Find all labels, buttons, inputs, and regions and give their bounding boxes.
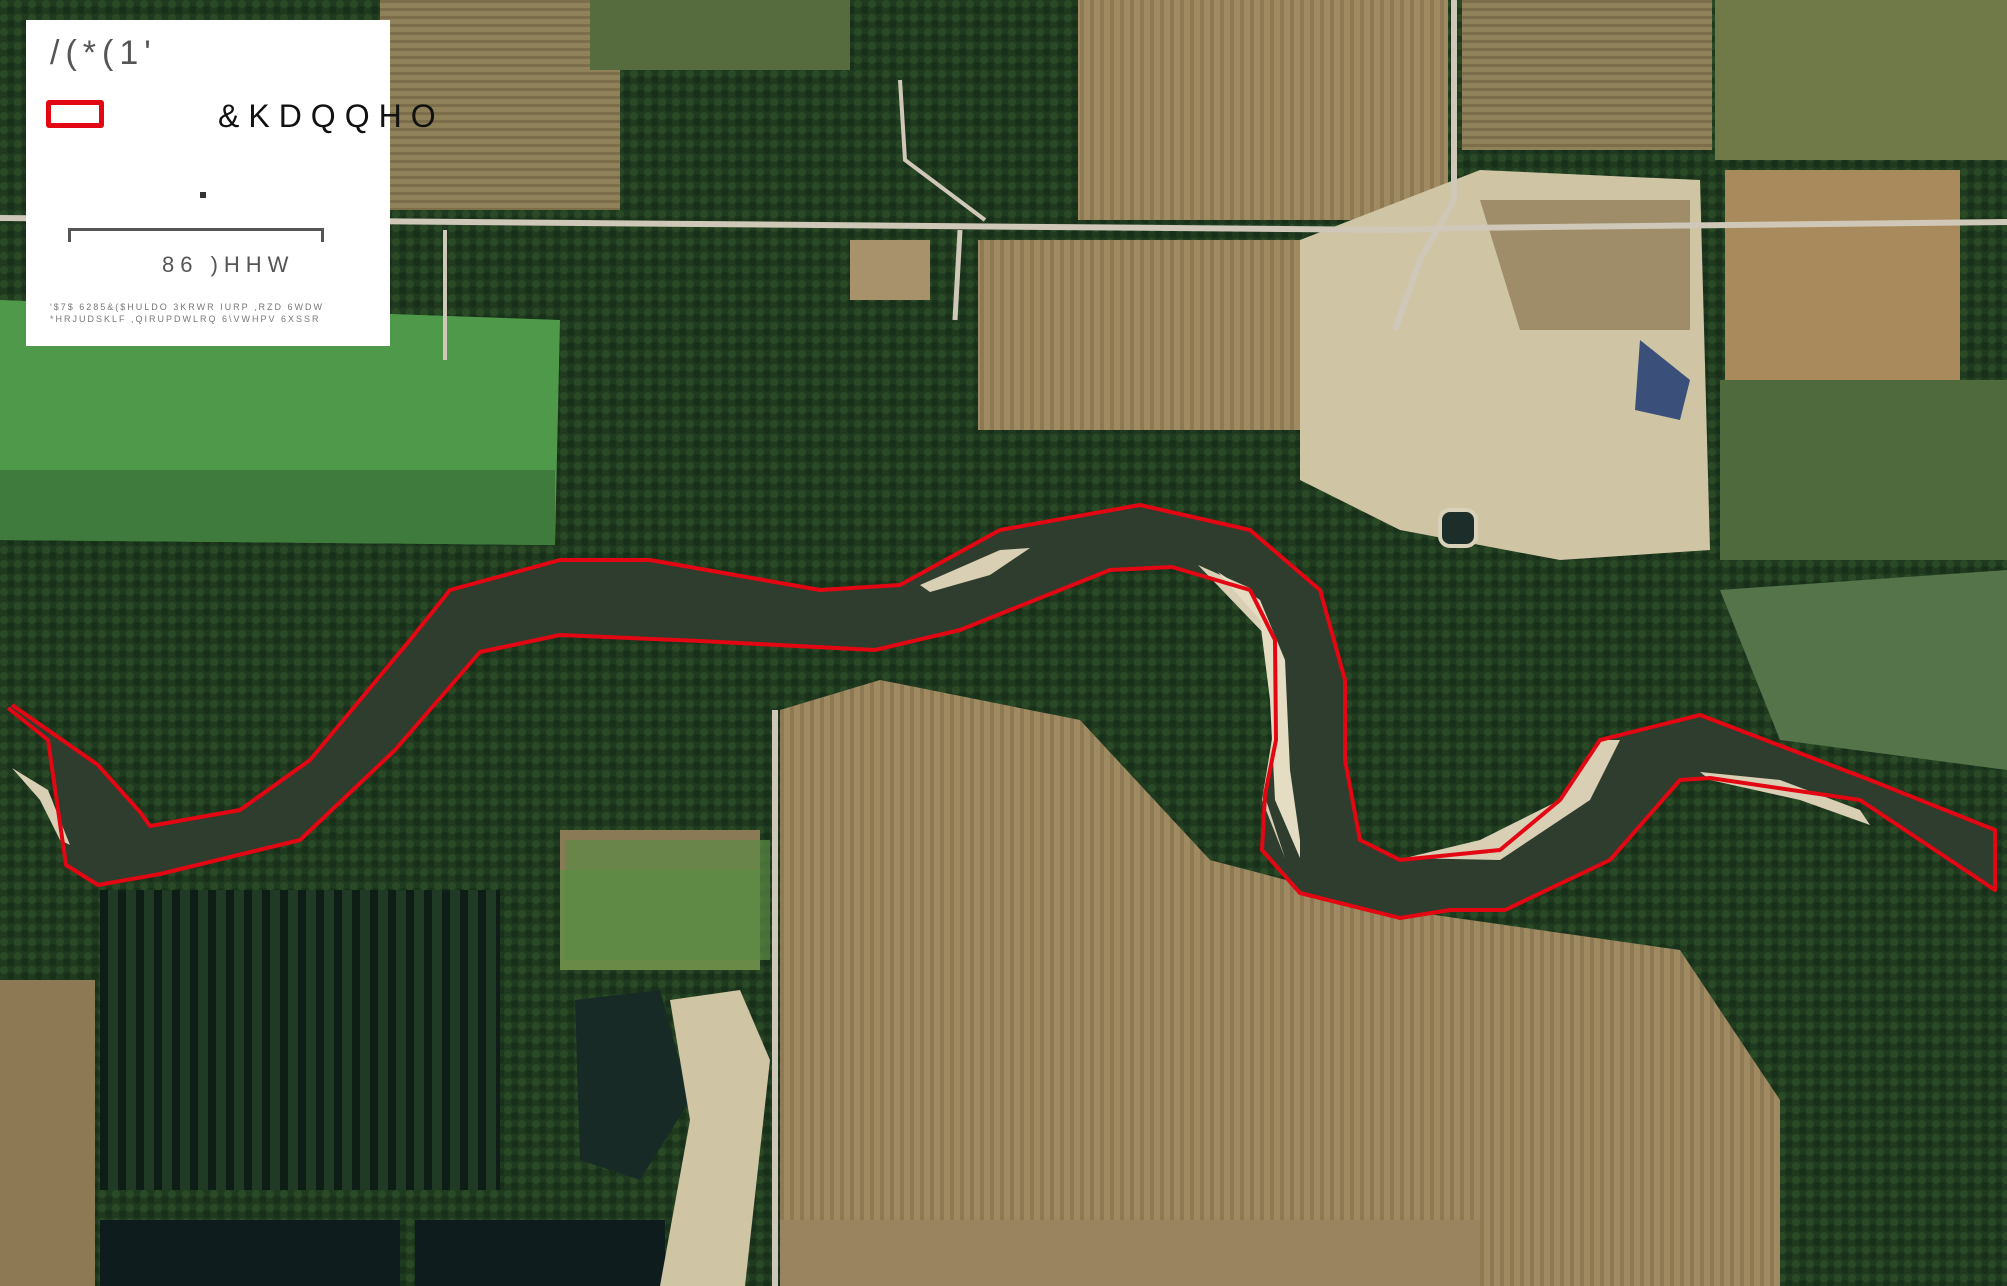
crop-field	[1078, 0, 1448, 220]
crop-field	[1462, 0, 1712, 150]
road	[0, 215, 2007, 234]
wetland	[100, 890, 500, 1190]
channel-outline[interactable]	[6, 503, 1997, 920]
sandbar	[12, 768, 70, 845]
landfill-site	[1635, 340, 1690, 420]
channel-swatch-icon	[46, 100, 104, 128]
sandbar	[1700, 772, 1870, 825]
landfill-site	[1480, 200, 1690, 330]
map-legend: /(*(1' &KDQQHO 86 )HHW '$7$ 6285&($HULDO…	[26, 20, 436, 346]
sandbar	[920, 548, 1030, 592]
crop-field	[978, 240, 1348, 430]
scale-bar	[68, 228, 324, 242]
road	[898, 79, 987, 222]
imagery-credit: *HRJUDSKLF ,QIRUPDWLRQ 6\VWHPV 6XSSR	[50, 314, 321, 324]
grass-field	[1720, 570, 2007, 770]
north-arrow-icon	[200, 192, 206, 198]
field-patch	[565, 840, 770, 960]
landfill-pond	[1438, 508, 1478, 548]
crop-field	[380, 0, 620, 210]
legend-title: /(*(1'	[50, 34, 157, 72]
crop-field	[0, 980, 95, 1286]
gravel-pit	[660, 990, 770, 1286]
crop-field	[780, 1220, 1480, 1286]
green-field	[0, 470, 555, 545]
road	[1392, 0, 1457, 332]
pond	[415, 1220, 665, 1286]
crop-field	[1725, 170, 1960, 420]
crop-field	[1715, 0, 2007, 160]
imagery-credit: '$7$ 6285&($HULDO 3KRWR IURP ,RZD 6WDW	[50, 302, 324, 312]
grass-field	[1720, 380, 2007, 560]
sandbar	[1218, 572, 1300, 858]
road	[952, 229, 963, 321]
sandbar	[1405, 740, 1620, 860]
scale-bar-label: 86 )HHW	[162, 252, 295, 277]
pond	[575, 990, 690, 1180]
legend-item-label: &KDQQHO	[218, 98, 445, 134]
pond	[100, 1220, 400, 1286]
crop-field	[780, 680, 1780, 1286]
crop-field	[850, 240, 930, 300]
river-water	[8, 505, 1995, 918]
crop-field	[590, 0, 850, 70]
